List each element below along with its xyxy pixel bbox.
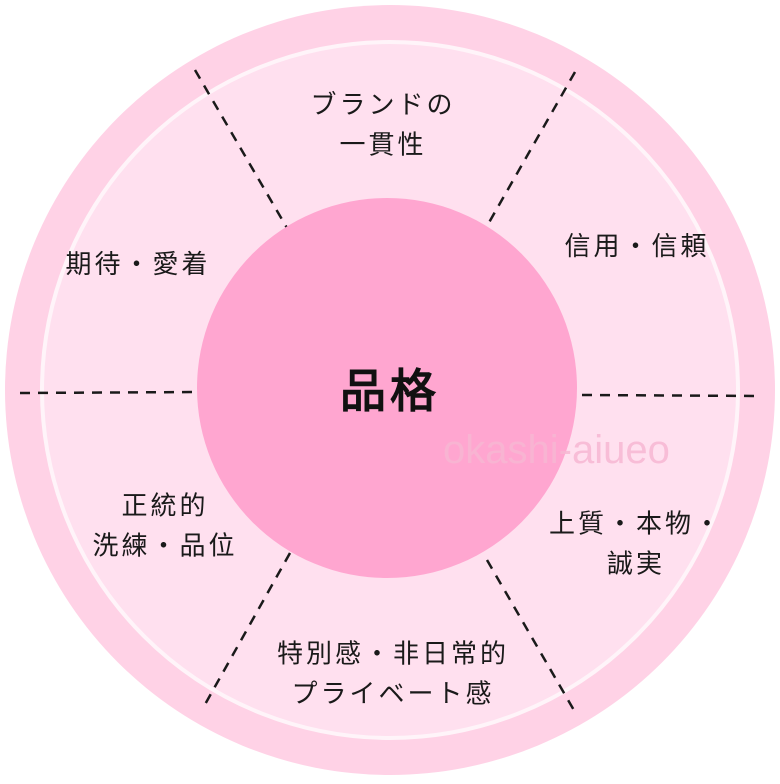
center-title: 品格: [340, 364, 440, 418]
inner-ring-line: [40, 40, 740, 740]
segment-label-brand-consistency: ブランドの 一貫性: [310, 86, 455, 167]
segment-label-special: 特別感・非日常的 プライベート感: [277, 635, 509, 716]
segment-label-line: 正統的: [121, 491, 209, 522]
segment-label-line: 誠実: [606, 550, 666, 580]
divider-top-left: [193, 69, 289, 229]
divider-bottom-right: [485, 559, 577, 713]
segment-label-line: 信用・信頼: [564, 231, 710, 262]
segment-label-orthodox: 正統的 洗練・品位: [92, 487, 237, 568]
segment-label-line: 上質・本物・: [548, 509, 724, 540]
divider-bottom-left: [201, 552, 292, 709]
segment-label-line: 期待・愛着: [65, 249, 211, 280]
segment-label-line: プライベート感: [291, 680, 495, 710]
segment-label-line: 洗練・品位: [92, 532, 238, 562]
segment-label-quality: 上質・本物・ 誠実: [549, 505, 723, 586]
segment-label-expectation: 期待・愛着: [65, 245, 210, 285]
divider-right: [581, 393, 761, 398]
segment-label-line: ブランドの: [310, 90, 456, 121]
center-circle: [197, 198, 577, 578]
divider-left: [19, 390, 199, 395]
segment-label-line: 一貫性: [339, 131, 427, 161]
divider-top-right: [485, 71, 577, 227]
segment-label-line: 特別感・非日常的: [276, 639, 510, 670]
watermark-text: okashi-aiueo: [443, 428, 670, 472]
segment-label-trust: 信用・信頼: [564, 227, 709, 267]
